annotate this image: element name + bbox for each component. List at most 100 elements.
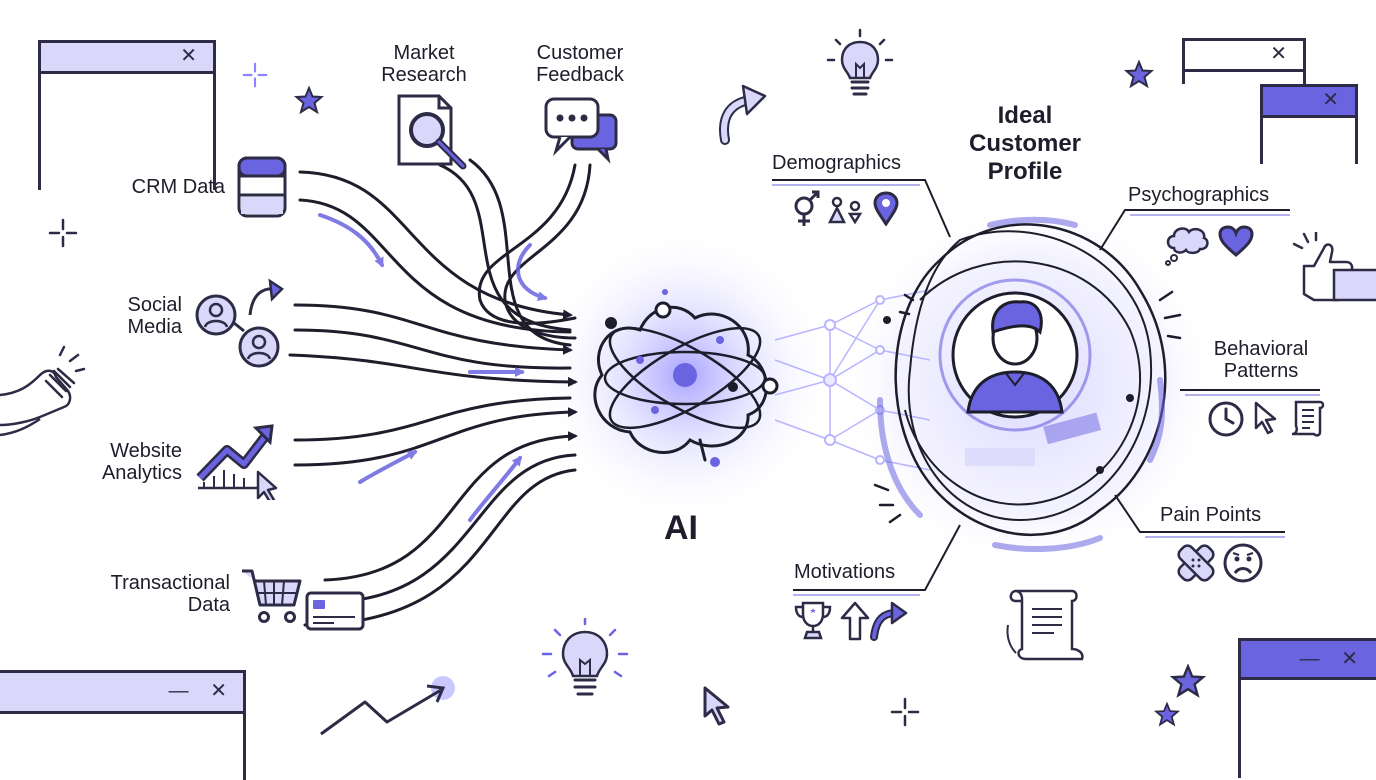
window-titlebar: — ✕ <box>0 673 243 714</box>
callout-accents <box>772 184 1320 596</box>
trend-chart-icon <box>196 424 278 500</box>
clapping-hands-icon <box>0 345 86 437</box>
callout-psychographics <box>1099 209 1290 251</box>
window-titlebar: ✕ <box>1263 87 1355 118</box>
document-scroll-icon <box>1006 589 1084 661</box>
flow-crm-1 <box>298 170 573 320</box>
ai-hub-nodes <box>605 289 779 467</box>
star-icon <box>294 86 324 115</box>
arrow-up-icon <box>840 601 870 641</box>
label-ideal-customer-profile: Ideal Customer Profile <box>968 102 1082 185</box>
close-icon[interactable]: ✕ <box>180 45 205 67</box>
thought-cloud-icon <box>1165 227 1209 266</box>
flow-trans-2 <box>328 453 577 604</box>
close-icon[interactable]: ✕ <box>1270 43 1295 65</box>
flow-web-1 <box>293 396 572 442</box>
flow-market-2 <box>468 158 572 347</box>
decor-curved-arrow-icon <box>719 84 767 145</box>
label-website-analytics: Website Analytics <box>101 440 182 484</box>
trophy-icon <box>794 601 832 640</box>
credit-card-icon <box>305 591 365 631</box>
lightbulb-icon-bottom <box>541 618 629 696</box>
label-demographics: Demographics <box>772 152 901 174</box>
flow-feedback-1 <box>477 163 577 325</box>
label-transactional-data: Transactional Data <box>110 572 230 616</box>
flow-web-2 <box>293 407 578 467</box>
accent-arrow-trans <box>468 455 522 522</box>
sparkle-icon-3 <box>890 697 920 727</box>
decor-cursor-icon <box>703 686 730 726</box>
chat-bubbles-icon <box>544 97 618 164</box>
flow-market-1 <box>438 163 572 332</box>
accent-arrow-feedback <box>516 243 548 302</box>
shopping-cart-icon <box>242 569 302 623</box>
sparkle-icon-2 <box>242 62 268 88</box>
share-network-icon <box>195 278 284 368</box>
flow-crm-2 <box>298 198 572 334</box>
flow-trans-1 <box>323 431 578 582</box>
star-icon-4 <box>1154 702 1180 727</box>
sparkle-rays <box>873 290 1182 524</box>
window-controls[interactable]: — ✕ <box>1299 648 1366 670</box>
window-frame-top-right: ✕ <box>1182 38 1306 84</box>
callout-pain-points <box>1114 494 1285 533</box>
flow-feedback-2 <box>503 163 592 340</box>
location-pin-icon <box>873 191 899 226</box>
label-behavioral-patterns: Behavioral Patterns <box>1213 338 1309 382</box>
accent-arrow-crm <box>318 213 384 268</box>
heart-icon <box>1218 225 1254 257</box>
gender-icon <box>794 190 820 226</box>
scroll-icon <box>1291 400 1325 437</box>
label-pain-points: Pain Points <box>1160 504 1262 526</box>
callout-demographics <box>772 179 951 238</box>
label-social-media: Social Media <box>127 294 182 338</box>
window-controls[interactable]: — ✕ <box>168 680 235 702</box>
window-titlebar: ✕ <box>1185 41 1303 72</box>
window-frame-bottom-right: — ✕ <box>1238 638 1376 778</box>
ai-brain-icon <box>593 305 768 462</box>
decor-trend-line-icon <box>320 676 455 736</box>
user-avatar-icon <box>966 300 1064 414</box>
sad-face-icon <box>1223 543 1263 583</box>
star-icon-2 <box>1124 60 1154 89</box>
label-customer-feedback: Customer Feedback <box>536 42 624 86</box>
window-frame-right: ✕ <box>1260 84 1358 164</box>
close-icon[interactable]: ✕ <box>1322 89 1347 111</box>
label-crm-data: CRM Data <box>131 176 225 198</box>
label-motivations: Motivations <box>794 561 896 583</box>
label-psychographics: Psychographics <box>1128 184 1270 206</box>
database-icon <box>237 156 287 218</box>
window-frame-top-left: ✕ <box>38 40 216 190</box>
window-frame-bottom-left: — ✕ <box>0 670 246 780</box>
profile-dots <box>883 316 1134 474</box>
flow-trans-3 <box>303 468 577 627</box>
label-market-research: Market Research <box>381 42 467 86</box>
input-flows <box>288 158 592 627</box>
lightbulb-icon <box>826 28 894 96</box>
profile-accent-rings <box>877 216 1165 553</box>
star-icon-3 <box>1170 664 1206 698</box>
profile-data-bar <box>965 448 1035 466</box>
cursor-icon <box>1254 401 1277 435</box>
clock-icon <box>1208 401 1244 437</box>
label-ai-hub: AI <box>664 509 698 547</box>
window-titlebar: — ✕ <box>1241 641 1376 680</box>
accent-arrow-web <box>358 450 418 484</box>
curved-arrow-icon <box>870 601 908 641</box>
accent-arrows <box>318 213 548 522</box>
flow-social-1 <box>293 303 573 355</box>
thumbs-up-icon <box>1292 232 1376 302</box>
window-titlebar: ✕ <box>41 43 213 74</box>
sparkle-icon <box>48 218 78 248</box>
bandage-icon <box>1177 544 1215 582</box>
profile-data-bar-2 <box>1043 412 1102 445</box>
flow-social-2 <box>293 328 572 370</box>
people-icon <box>828 196 863 225</box>
flow-mid-1 <box>288 353 578 387</box>
callout-motivations <box>793 524 961 591</box>
magnifier-document-icon <box>397 94 467 170</box>
callout-lines <box>772 179 1320 591</box>
profile-orb <box>894 223 1167 536</box>
